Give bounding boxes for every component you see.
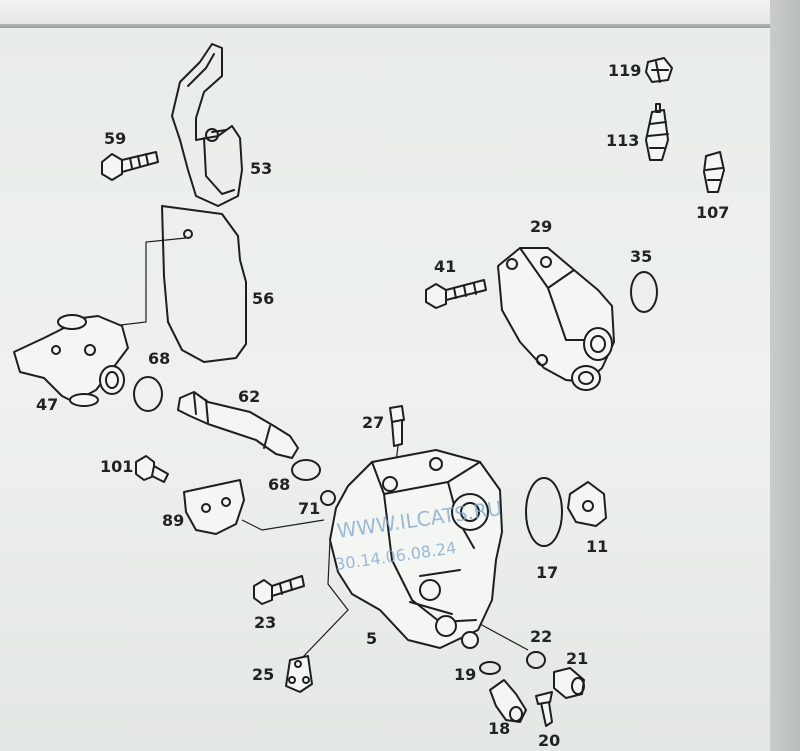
part-27-bolt[interactable] <box>389 405 405 463</box>
part-11-flange[interactable] <box>567 481 607 527</box>
part-29-housing[interactable] <box>497 247 615 391</box>
callout-101[interactable]: 101 <box>100 457 133 476</box>
part-47-valve[interactable] <box>13 314 129 407</box>
part-5-high-pressure-pump[interactable] <box>329 449 503 649</box>
part-21-fitting[interactable] <box>553 667 585 699</box>
callout-29[interactable]: 29 <box>530 217 552 236</box>
monitor-frame-top <box>0 0 800 26</box>
exploded-parts-diagram: WWW.ILCATS.RU 30.14.06.08.24 119 113 107… <box>13 43 729 750</box>
part-62-pipe[interactable] <box>177 391 299 459</box>
leader-line <box>299 539 349 661</box>
callout-47[interactable]: 47 <box>36 395 58 414</box>
callout-21[interactable]: 21 <box>566 649 588 668</box>
callout-59[interactable]: 59 <box>104 129 126 148</box>
part-17-gasket[interactable] <box>525 477 563 547</box>
callout-25[interactable]: 25 <box>252 665 274 684</box>
callout-17[interactable]: 17 <box>536 563 558 582</box>
callout-35[interactable]: 35 <box>630 247 652 266</box>
callout-53[interactable]: 53 <box>250 159 272 178</box>
callout-89[interactable]: 89 <box>162 511 184 530</box>
page-edge-line <box>0 26 780 28</box>
part-113-connector[interactable] <box>645 103 669 161</box>
callout-107[interactable]: 107 <box>696 203 729 222</box>
part-35-ring[interactable] <box>630 271 658 313</box>
callout-18[interactable]: 18 <box>488 719 510 738</box>
part-89-bracket[interactable] <box>183 479 325 535</box>
part-25-plate[interactable] <box>285 655 313 693</box>
callout-62[interactable]: 62 <box>238 387 260 406</box>
callout-71[interactable]: 71 <box>298 499 320 518</box>
part-71-ring[interactable] <box>320 490 336 506</box>
callout-11[interactable]: 11 <box>586 537 608 556</box>
callout-41[interactable]: 41 <box>434 257 456 276</box>
callout-20[interactable]: 20 <box>538 731 560 750</box>
callout-119[interactable]: 119 <box>608 61 641 80</box>
callout-22[interactable]: 22 <box>530 627 552 646</box>
part-20-bolt[interactable] <box>535 691 553 727</box>
part-107-clip[interactable] <box>703 151 725 193</box>
part-101-bolt[interactable] <box>135 455 169 483</box>
part-68-seal[interactable] <box>133 376 163 412</box>
part-19-ring[interactable] <box>479 661 501 675</box>
callout-68-lower[interactable]: 68 <box>268 475 290 494</box>
part-119-clip[interactable] <box>645 57 673 83</box>
callout-27[interactable]: 27 <box>362 413 384 432</box>
callout-19[interactable]: 19 <box>454 665 476 684</box>
part-56-gasket[interactable] <box>111 205 247 363</box>
leader-line <box>479 623 529 651</box>
callout-56[interactable]: 56 <box>252 289 274 308</box>
monitor-frame-right <box>770 0 800 751</box>
part-53-bracket[interactable] <box>171 43 243 207</box>
part-41-bolt[interactable] <box>425 279 487 309</box>
part-68-seal[interactable] <box>291 459 321 481</box>
part-18-sensor[interactable] <box>489 679 527 723</box>
callout-5[interactable]: 5 <box>366 629 377 648</box>
callout-23[interactable]: 23 <box>254 613 276 632</box>
callout-113[interactable]: 113 <box>606 131 639 150</box>
part-22-washer[interactable] <box>526 651 546 669</box>
part-23-bolt[interactable] <box>253 575 305 605</box>
part-59-bolt[interactable] <box>101 151 159 181</box>
callout-68-upper[interactable]: 68 <box>148 349 170 368</box>
